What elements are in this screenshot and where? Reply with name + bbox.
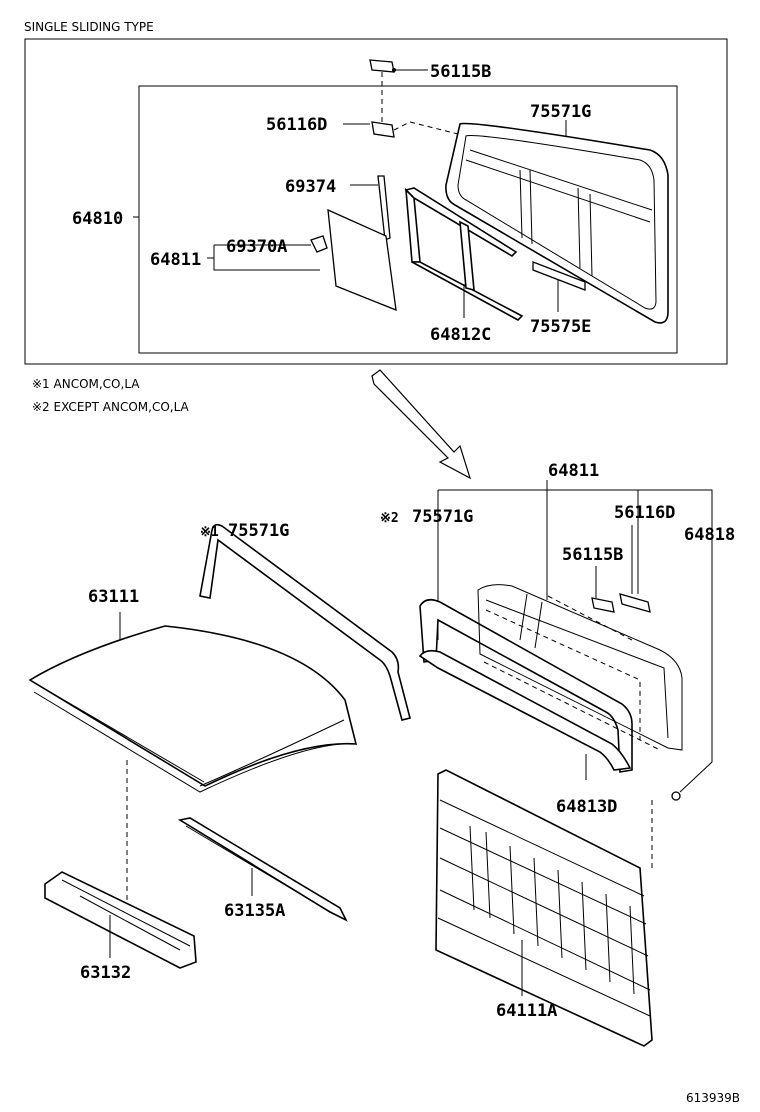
label-56115b-top: 56115B	[430, 62, 491, 82]
label-m1-prefix: ※1	[200, 525, 219, 540]
label-63132: 63132	[80, 963, 131, 983]
part-glass-panel	[302, 208, 397, 312]
label-56115b-right: 56115B	[562, 545, 623, 565]
part-63135a	[177, 817, 348, 922]
label-56116d-right: 56116D	[614, 503, 675, 523]
label-64111a: 64111A	[496, 1001, 557, 1021]
label-75575e: 75575E	[530, 317, 591, 337]
part-75575e	[532, 261, 586, 312]
part-69374	[350, 175, 391, 241]
part-56116d-right	[619, 525, 651, 613]
label-69370a: 69370A	[226, 237, 287, 257]
label-56116d-top: 56116D	[266, 115, 327, 135]
part-window-frame	[445, 122, 669, 324]
part-64818	[651, 791, 681, 870]
label-m2-prefix: ※2	[380, 511, 399, 526]
direction-arrow	[371, 369, 472, 480]
part-56115b-top	[369, 59, 428, 122]
label-75571g-left: 75571G	[228, 521, 289, 541]
part-sliding-frame	[404, 187, 524, 321]
outer-frame	[24, 38, 728, 365]
part-63111-roof	[28, 612, 358, 900]
part-63132	[44, 871, 197, 969]
label-64813d: 64813D	[556, 797, 617, 817]
note-2: ※2 EXCEPT ANCOM,CO,LA	[32, 400, 190, 414]
label-69374: 69374	[285, 177, 336, 197]
diagram-title: SINGLE SLIDING TYPE	[24, 20, 154, 34]
part-rear-window-lower	[418, 584, 683, 773]
label-63135a: 63135A	[224, 901, 285, 921]
note-1: ※1 ANCOM,CO,LA	[32, 377, 140, 391]
part-64111a-back-panel	[435, 769, 653, 1047]
label-64818: 64818	[684, 525, 735, 545]
label-64810: 64810	[72, 209, 123, 229]
part-75571g-left	[199, 523, 411, 721]
inner-frame	[138, 85, 678, 354]
label-75571g-right: 75571G	[412, 507, 473, 527]
label-64812c: 64812C	[430, 325, 491, 345]
label-75571g-top: 75571G	[530, 102, 591, 122]
label-64811-mid: 64811	[548, 461, 599, 481]
part-56115b-right	[547, 566, 633, 641]
label-64811-top: 64811	[150, 250, 201, 270]
figure-code: 613939B	[686, 1091, 740, 1105]
label-63111: 63111	[88, 587, 139, 607]
